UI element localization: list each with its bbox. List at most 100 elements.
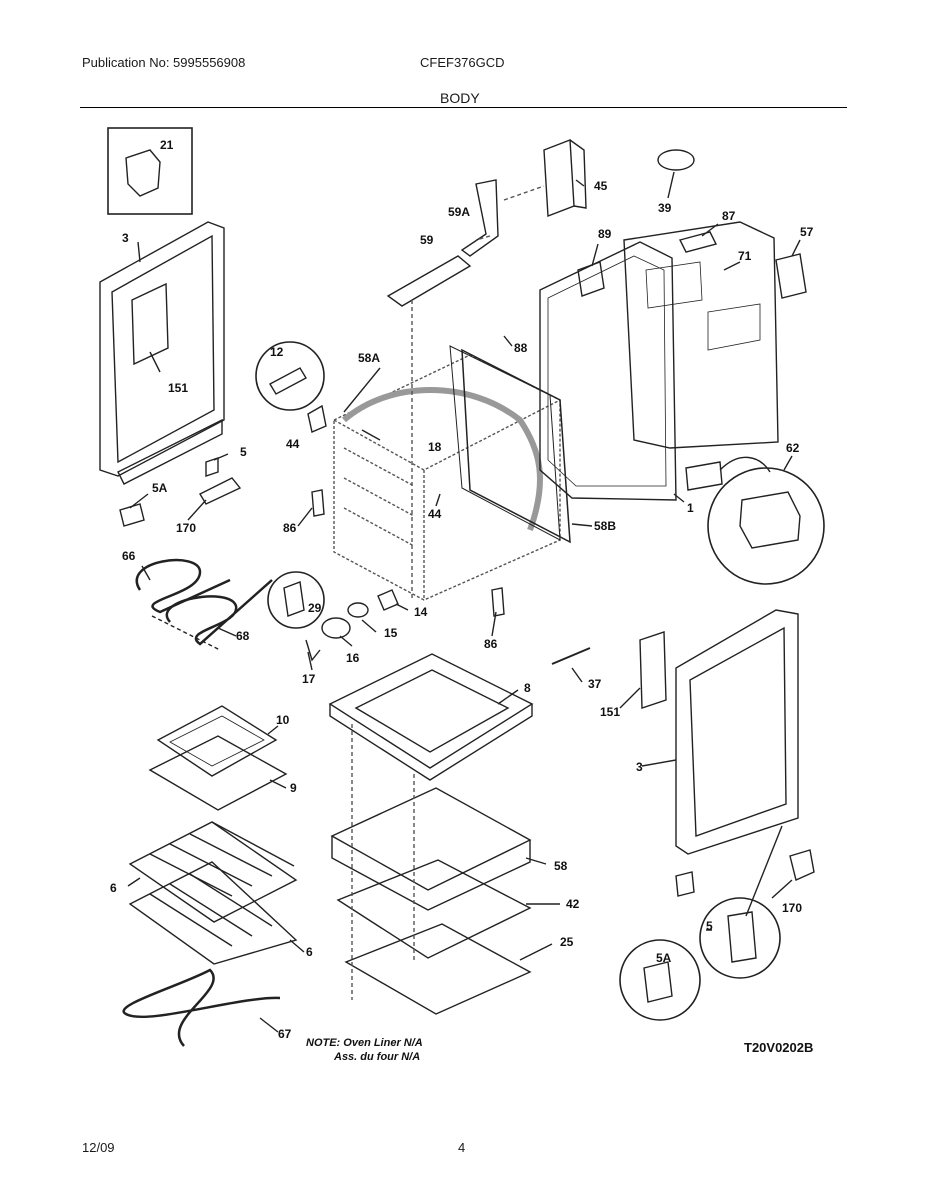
callout-151-right: 151 <box>600 705 620 719</box>
callout-17: 17 <box>302 672 316 686</box>
callout-29: 29 <box>308 601 322 615</box>
callout-18: 18 <box>428 440 442 454</box>
part-44-clip-a <box>307 404 327 433</box>
part-29-inset <box>267 571 325 629</box>
drawing-code: T20V0202B <box>744 1040 813 1055</box>
callout-66: 66 <box>122 549 136 563</box>
part-170-bracket-a <box>199 477 242 505</box>
part-5-inset <box>699 897 781 979</box>
callout-25: 25 <box>560 935 574 949</box>
part-86-slide-a <box>311 489 325 517</box>
element-67 <box>122 968 281 1047</box>
callout-59: 59 <box>420 233 434 247</box>
part-14-socket <box>377 589 399 611</box>
callout-45: 45 <box>594 179 608 193</box>
callout-62: 62 <box>786 441 800 455</box>
part-170-bracket-b <box>789 849 815 881</box>
callout-44-b: 44 <box>428 507 442 521</box>
part-87-bracket <box>678 231 718 253</box>
callout-58: 58 <box>554 859 568 873</box>
callout-6-lower: 6 <box>306 945 313 959</box>
callout-9: 9 <box>290 781 297 795</box>
callout-1: 1 <box>687 501 694 515</box>
callout-6-upper: 6 <box>110 881 117 895</box>
part-15-bulb <box>347 602 369 618</box>
callout-5-right: 5 <box>706 919 713 933</box>
part-21-inset-box <box>107 127 193 215</box>
part-16-lens <box>321 617 351 639</box>
insulation-58A <box>342 387 543 532</box>
callout-89: 89 <box>598 227 612 241</box>
part-42-tray <box>336 859 532 959</box>
part-12-inset <box>255 341 325 411</box>
part-59-duct <box>386 255 472 307</box>
callout-5-left: 5 <box>240 445 247 459</box>
part-5-screw-a <box>205 457 219 477</box>
callout-86-b: 86 <box>484 637 498 651</box>
part-17-wire <box>305 639 321 662</box>
part-89-bracket <box>577 261 605 297</box>
callout-88: 88 <box>514 341 528 355</box>
part-45-box <box>543 139 575 217</box>
oven-rack-lower <box>128 861 298 965</box>
callout-8: 8 <box>524 681 531 695</box>
broil-pan-9 <box>148 735 288 811</box>
exploded-parts-diagram: 21 3 151 12 58A 5 44 18 5A 170 86 44 66 … <box>99 127 825 1063</box>
broil-pan-insert-10 <box>156 705 278 777</box>
element-66 <box>135 558 231 614</box>
callout-86-a: 86 <box>283 521 297 535</box>
callout-16: 16 <box>346 651 360 665</box>
callout-57: 57 <box>800 225 814 239</box>
note-line-2: Ass. du four N/A <box>333 1051 420 1063</box>
callout-39: 39 <box>658 201 672 215</box>
part-62-inset <box>707 467 825 585</box>
left-oven-door <box>99 221 225 485</box>
callout-44-a: 44 <box>286 437 300 451</box>
element-68 <box>165 579 273 646</box>
callout-21: 21 <box>160 138 174 152</box>
section-title: BODY <box>440 90 480 106</box>
callout-67: 67 <box>278 1027 292 1041</box>
callout-170-right: 170 <box>782 901 802 915</box>
callout-58B: 58B <box>594 519 616 533</box>
part-59A-duct <box>460 179 499 257</box>
callout-10: 10 <box>276 713 290 727</box>
callout-37: 37 <box>588 677 602 691</box>
callout-59A: 59A <box>448 205 470 219</box>
part-57-label <box>775 253 807 299</box>
oven-rack-upper <box>128 821 298 923</box>
part-62-terminal-block <box>685 461 723 491</box>
insulation-58B <box>461 348 571 544</box>
callout-15: 15 <box>384 626 398 640</box>
part-39-terminal <box>657 149 695 171</box>
part-5A-inset <box>619 939 701 1021</box>
callout-5A-left: 5A <box>152 481 168 495</box>
rear-panel-71 <box>623 221 779 449</box>
back-panel-1 <box>539 241 677 501</box>
part-21-latch <box>125 149 161 197</box>
callout-12: 12 <box>270 345 284 359</box>
callout-3-right: 3 <box>636 760 643 774</box>
callout-labels: 21 3 151 12 58A 5 44 18 5A 170 86 44 66 … <box>110 138 814 1041</box>
callout-151-left: 151 <box>168 381 188 395</box>
callout-71: 71 <box>738 249 752 263</box>
callout-87: 87 <box>722 209 736 223</box>
note-line-1: NOTE: Oven Liner N/A <box>306 1037 423 1049</box>
footer-date: 12/09 <box>82 1140 115 1155</box>
callout-42: 42 <box>566 897 580 911</box>
part-5A-leveler-b <box>675 871 695 897</box>
part-25-panel <box>344 923 532 1015</box>
callout-170-left: 170 <box>176 521 196 535</box>
model-number: CFEF376GCD <box>420 55 505 70</box>
callout-5A-right: 5A <box>656 951 672 965</box>
part-37-harness <box>551 647 591 665</box>
callout-58A: 58A <box>358 351 380 365</box>
header-rule <box>80 107 847 108</box>
callout-3-left: 3 <box>122 231 129 245</box>
publication-number: Publication No: 5995556908 <box>82 55 246 70</box>
callout-68: 68 <box>236 629 250 643</box>
part-86-slide-b <box>491 587 505 617</box>
right-oven-door <box>639 609 799 855</box>
footer-page-number: 4 <box>458 1140 466 1155</box>
callout-14: 14 <box>414 605 428 619</box>
